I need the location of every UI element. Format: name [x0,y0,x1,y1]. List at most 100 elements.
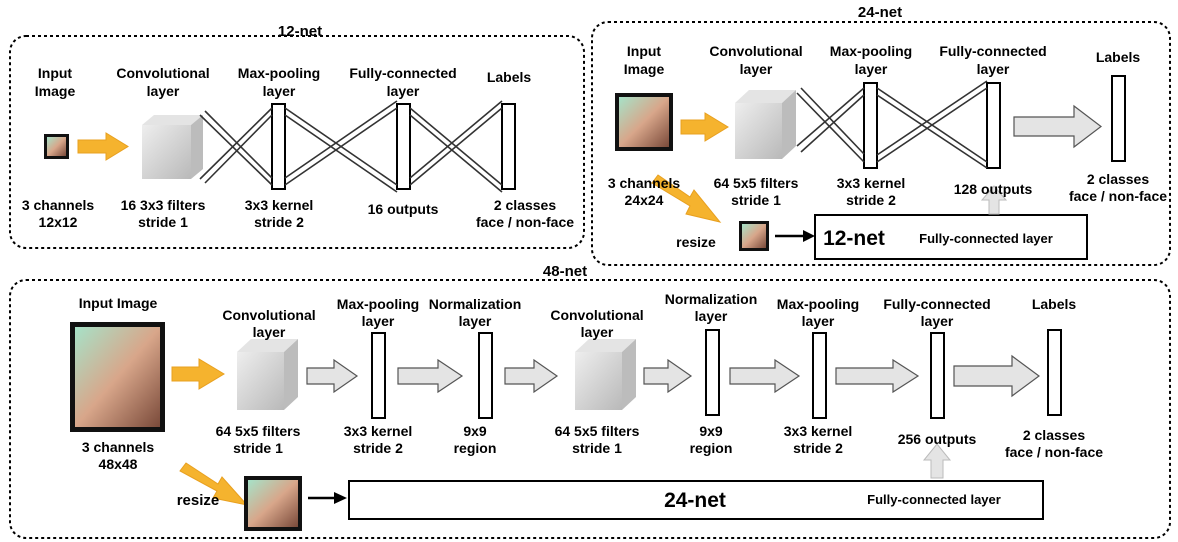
net24-fc-caption: 128 outputs [954,181,1033,197]
net24-pool-caption-line: stride 2 [846,192,896,208]
net48-conv1-title-line: Convolutional [222,307,315,323]
net24-labels-caption-line: 2 classes [1087,171,1149,187]
net48-resized-image [244,476,302,531]
net48-fc-caption: 256 outputs [898,431,977,447]
net12-input-title-line: Image [35,83,76,99]
net48-conv1-caption-line: stride 1 [233,440,283,456]
net48-norm2-bar [705,329,720,416]
net12-conv-block [142,115,203,179]
net48-norm1-title-line: Normalization [429,296,522,312]
net48-fc-bar [930,332,945,419]
net12-fc-title-line: layer [387,83,420,99]
net24-conv-title-line: Convolutional [709,43,802,59]
net12-pool-title-line: layer [263,83,296,99]
net48-subnet-box [348,480,1044,520]
net48-input-caption-line: 3 channels [82,439,155,455]
net48-norm2-to-pool2-arrow [729,358,801,394]
net24-subnet-up-arrow [980,185,1008,215]
net12-input-caption-line: 12x12 [39,214,78,230]
net48-fc-title-line: Fully-connected [883,296,990,312]
net12-labels-title-line: Labels [487,69,532,85]
net24-input-caption-line: 3 channels [608,175,681,191]
net48-norm1-to-conv2-arrow [504,358,559,394]
net24-input-image [615,93,673,151]
net48-fc-title-line: layer [921,313,954,329]
net48-subnet-label: Fully-connected layer [867,492,1001,507]
net48-conv2-title-line: layer [581,324,614,340]
net48-input-arrow [171,358,225,390]
net48-labels-title-line: Labels [1032,296,1077,312]
net12-input-arrow [77,132,129,161]
net12-labels-title: Labels [487,69,532,85]
net48-conv2-to-norm2-arrow [643,358,693,394]
net12-title: 12-net [278,23,322,40]
net48-structure [70,322,1062,531]
net12-conv-title: Convolutional layer [116,65,209,99]
net24-labels-title: Labels [1096,49,1141,65]
net12-conv-title-line: Convolutional [116,65,209,81]
net24-fc-caption-line: 128 outputs [954,181,1033,197]
net24-structure [615,75,1126,260]
net48-pool2-bar [812,332,827,419]
net24-labels-bar [1111,75,1126,162]
net12-labels-caption-line: face / non-face [476,214,574,230]
net24-subnet-box [814,214,1088,260]
net12-input-caption-line: 3 channels [22,197,95,213]
net12-input-image [44,134,69,159]
net48-norm2-title-line: layer [695,308,728,324]
net24-fc-to-labels-arrow [1013,104,1102,149]
net48-labels-bar [1047,329,1062,416]
net48-pool2-title-line: Max-pooling [777,296,859,312]
net12-input-title-line: Input [38,65,73,81]
net48-pool1-caption-line: stride 2 [353,440,403,456]
net12-fc-caption: 16 outputs [368,201,439,217]
net24-pool-title-line: layer [855,61,888,77]
net24-input-caption-line: 24x24 [625,192,664,208]
net48-input-caption-line: 48x48 [99,456,138,472]
net12-conv-title-line: layer [147,83,180,99]
net12-pool-bar [271,103,286,190]
net48-pool2-caption-line: stride 2 [793,440,843,456]
net48-norm1-caption-line: region [454,440,497,456]
net24-fc-bar [986,82,1001,169]
net48-conv1-title-line: layer [253,324,286,340]
net48-norm2-caption-line: region [690,440,733,456]
net48-conv1-block [237,339,298,410]
net12-pool-title: Max-pooling layer [238,65,320,99]
net48-pool1-title-line: layer [362,313,395,329]
net24-fc-title-line: layer [977,61,1010,77]
net12-conv-caption-line: stride 1 [138,214,188,230]
net48-subnet-name: 24-net [664,489,726,512]
net48-pool1-title-line: Max-pooling [337,296,419,312]
net24-conv-block [735,90,796,159]
net24-title: 24-net [858,4,902,21]
net48-input-title: Input Image [79,295,158,311]
net12-pool-title-line: Max-pooling [238,65,320,81]
net48-conv1-caption-line: 64 5x5 filters [216,423,301,439]
net24-conv-caption-line: stride 1 [731,192,781,208]
net24-subnet-name: 12-net [823,227,885,250]
net48-norm1-caption-line: 9x9 [463,423,487,439]
net48-norm1-bar [478,332,493,419]
